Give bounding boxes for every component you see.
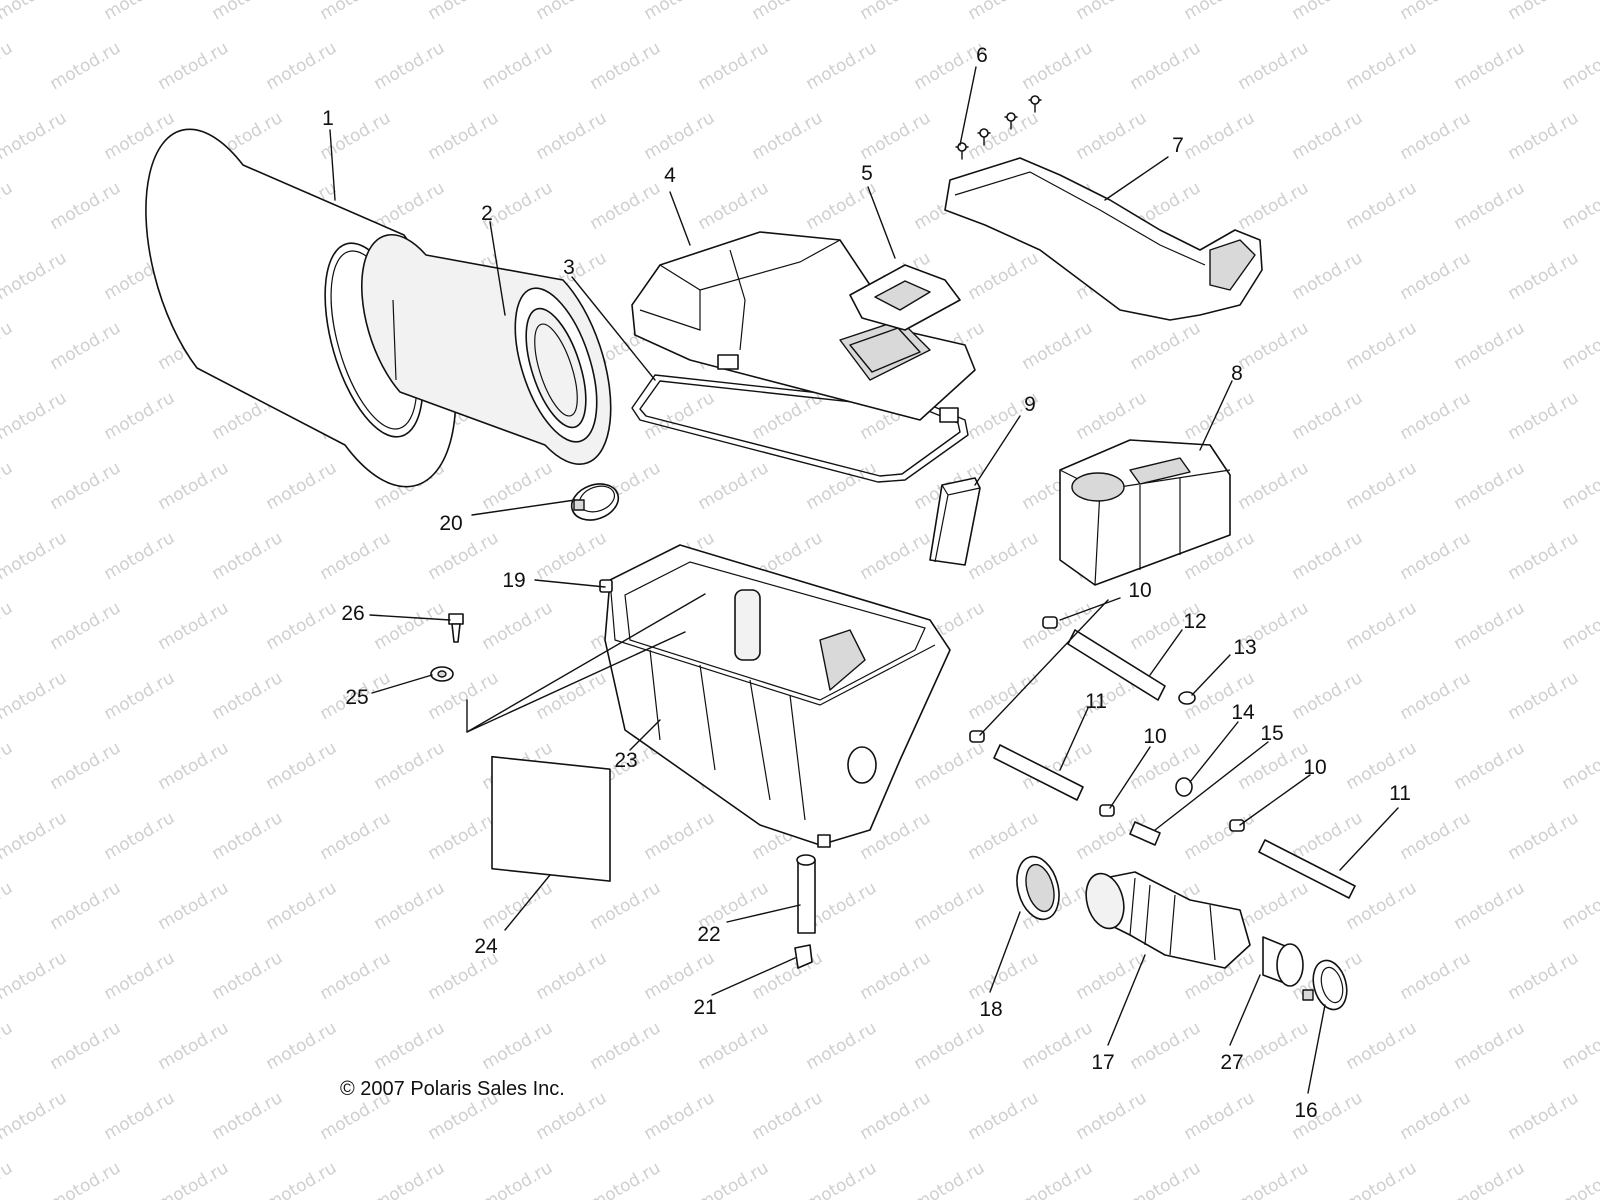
callout-10b: 10 <box>1143 725 1166 748</box>
part-18-ring <box>1016 855 1060 921</box>
callout-13: 13 <box>1233 636 1256 659</box>
part-24-decal <box>491 755 611 882</box>
callout-16: 16 <box>1294 1099 1317 1122</box>
callout-20: 20 <box>439 512 462 535</box>
part-15-valve <box>1129 821 1161 846</box>
part-27-coupler <box>1262 936 1304 987</box>
part-5-access-cover <box>849 264 961 331</box>
callout-5: 5 <box>861 162 873 185</box>
callout-18: 18 <box>979 998 1002 1021</box>
callout-22: 22 <box>697 923 720 946</box>
part-11-tube-b <box>1258 839 1356 899</box>
callout-11a: 11 <box>1085 690 1107 713</box>
callout-11b: 11 <box>1389 782 1411 805</box>
part-6-screws <box>955 95 1042 160</box>
callout-19: 19 <box>502 569 525 592</box>
part-26-bolt <box>448 613 464 643</box>
part-11-tube-a <box>993 744 1084 801</box>
callout-17: 17 <box>1091 1051 1114 1074</box>
callout-8: 8 <box>1231 362 1243 385</box>
part-20-clamp <box>570 483 620 521</box>
part-25-washer <box>430 666 454 682</box>
callout-2: 2 <box>481 202 493 225</box>
callout-10c: 10 <box>1303 756 1326 779</box>
callout-4: 4 <box>664 164 676 187</box>
copyright-notice: © 2007 Polaris Sales Inc. <box>340 1078 565 1100</box>
leader-lines <box>329 66 1399 1094</box>
part-23-airbox-base <box>604 544 951 848</box>
callout-25: 25 <box>345 686 368 709</box>
callout-10a: 10 <box>1128 579 1151 602</box>
part-13-clip <box>1178 691 1196 705</box>
callout-23: 23 <box>614 749 637 772</box>
callout-9: 9 <box>1024 393 1036 416</box>
part-4-airbox-cover <box>631 231 976 423</box>
callout-1: 1 <box>322 107 334 130</box>
part-7-inlet-duct <box>944 157 1263 321</box>
callout-14: 14 <box>1231 701 1255 724</box>
part-22-drain-tube <box>796 854 816 934</box>
part-14-clip <box>1175 777 1193 797</box>
part-16-clamp <box>1302 959 1348 1011</box>
callout-27: 27 <box>1220 1051 1243 1074</box>
callout-7: 7 <box>1172 134 1184 157</box>
callout-15: 15 <box>1260 722 1283 745</box>
part-9-small-foam <box>929 477 981 566</box>
part-17-intake-boot <box>1085 871 1251 969</box>
callout-21: 21 <box>693 996 716 1019</box>
callout-12: 12 <box>1183 610 1206 633</box>
callout-labels: 1 2 3 4 5 6 7 8 9 10 10 10 11 11 12 13 1… <box>322 44 1411 1122</box>
part-2-air-filter <box>360 233 612 465</box>
callout-24: 24 <box>474 935 498 958</box>
part-21-fitting <box>794 944 813 969</box>
part-8-foam-block <box>1059 439 1231 586</box>
callout-3: 3 <box>563 256 575 279</box>
callout-6: 6 <box>976 44 988 67</box>
callout-26: 26 <box>341 602 364 625</box>
